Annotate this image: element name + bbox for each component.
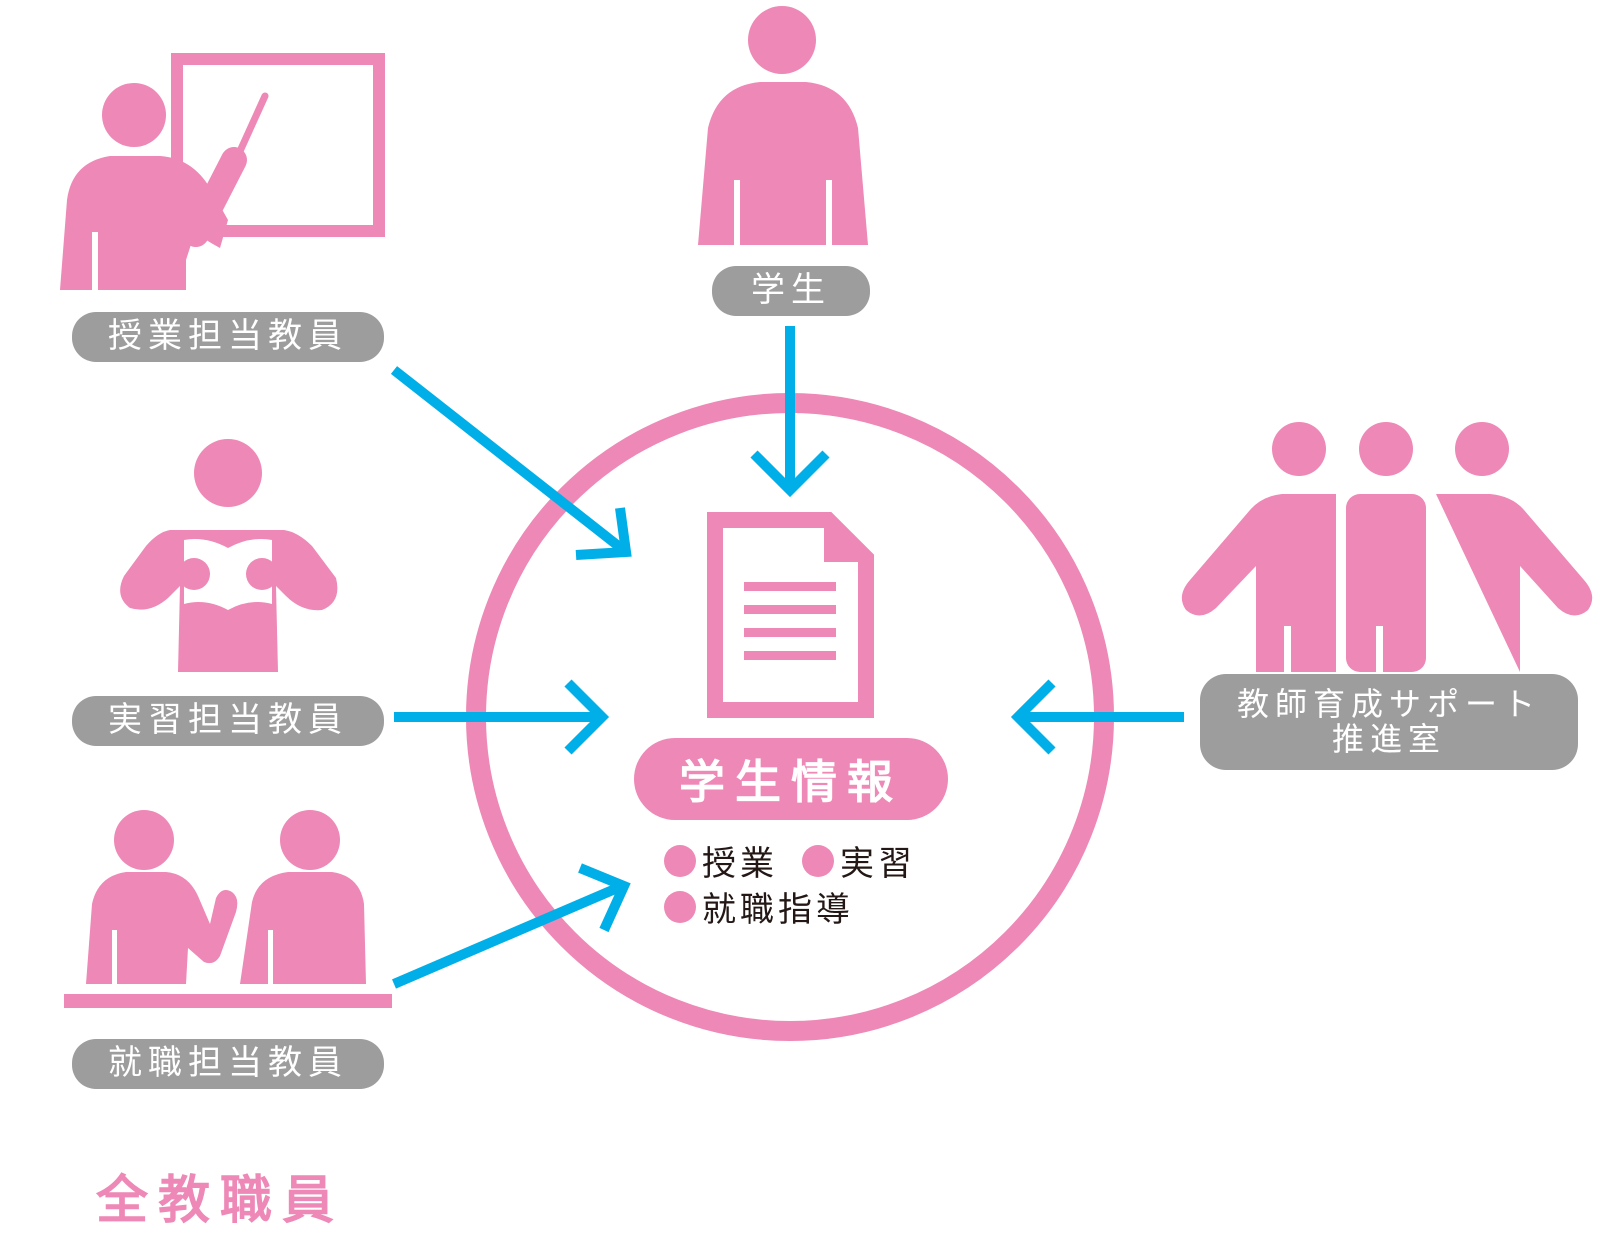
bullet-item-practicum-text: 実習 [840, 844, 916, 884]
label-career-teacher: 就職担当教員 [72, 1039, 384, 1089]
bullet-item-career-text: 就職指導 [702, 890, 854, 930]
label-support-office: 教師育成サポート 推進室 [1200, 674, 1578, 770]
arrow-support-office [1010, 679, 1184, 755]
bullet-item-practicum: 実習 [802, 836, 916, 885]
arrows [390, 326, 1184, 989]
bullet-dot-icon [664, 890, 696, 923]
student-icon [698, 6, 868, 245]
label-student-text: 学生 [751, 270, 831, 311]
label-career-teacher-text: 就職担当教員 [108, 1043, 348, 1084]
bullet-item-career: 就職指導 [664, 882, 854, 931]
label-class-teacher-text: 授業担当教員 [108, 316, 348, 357]
group-icon [1181, 422, 1593, 672]
all-staff-label: 全教職員 [96, 1171, 345, 1231]
consultation-icon [64, 810, 392, 1008]
arrow-class-teacher [390, 366, 632, 560]
label-student: 学生 [712, 266, 870, 316]
bullet-dot-icon [802, 844, 834, 877]
bullet-dot-icon [664, 844, 696, 877]
label-support-office-line1: 教師育成サポート [1236, 684, 1541, 723]
label-class-teacher: 授業担当教員 [72, 312, 384, 362]
document-icon [707, 512, 874, 718]
arrow-student [750, 326, 830, 498]
label-practicum-teacher-text: 実習担当教員 [108, 700, 348, 741]
reading-teacher-icon [120, 439, 338, 672]
teacher-blackboard-icon [60, 53, 385, 290]
arrow-practicum-teacher [394, 679, 610, 755]
bullet-item-class-text: 授業 [702, 844, 778, 884]
arrow-career-teacher [392, 863, 631, 989]
bullet-item-class: 授業 [664, 836, 778, 885]
center-title: 学生情報 [634, 738, 948, 820]
label-practicum-teacher: 実習担当教員 [72, 696, 384, 746]
label-support-office-line2: 推進室 [1331, 720, 1446, 758]
